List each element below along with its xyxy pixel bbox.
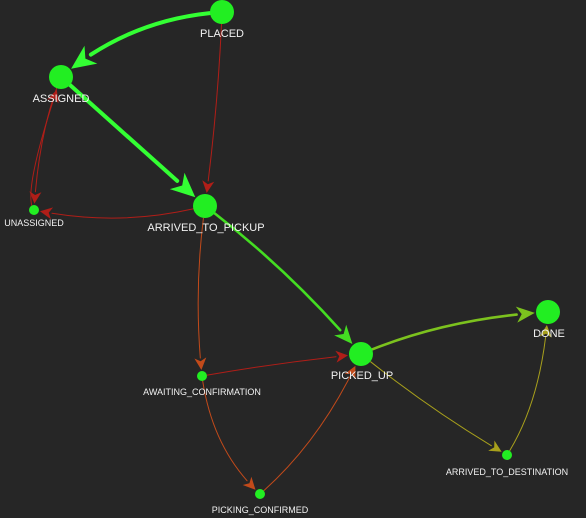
node-placed[interactable] <box>210 0 234 24</box>
arrowhead <box>29 191 42 204</box>
node-done[interactable] <box>536 300 560 324</box>
arrowhead <box>335 350 348 363</box>
edge-line <box>30 101 54 206</box>
node-unassigned[interactable] <box>29 205 39 215</box>
edge-picking-confirmed-to-picked-up <box>263 365 356 491</box>
node-label-arrived-to-pickup: ARRIVED_TO_PICKUP <box>147 222 264 234</box>
node-picked-up[interactable] <box>349 342 373 366</box>
edge-line <box>370 361 492 447</box>
arrowhead <box>334 324 353 344</box>
labels-layer: PLACED ASSIGNED UNASSIGNED ARRIVED_TO_PICKU… <box>4 28 568 515</box>
arrowhead <box>515 306 535 323</box>
node-awaiting-confirmation[interactable] <box>197 371 207 381</box>
nodes-layer <box>29 0 560 499</box>
edge-arrived-to-pickup-to-unassigned <box>40 207 194 220</box>
node-label-assigned: ASSIGNED <box>33 93 90 105</box>
edge-arrived-to-pickup-to-picked-up <box>213 212 353 344</box>
edge-line <box>207 23 222 182</box>
edge-unassigned-to-assigned <box>30 89 59 206</box>
edge-line <box>202 380 248 482</box>
edge-line <box>68 83 180 183</box>
arrowhead <box>202 180 215 193</box>
node-arrived-to-destination[interactable] <box>502 450 512 460</box>
arrowhead <box>194 357 207 370</box>
edge-line <box>88 11 212 57</box>
node-label-done: DONE <box>533 328 565 340</box>
node-label-arrived-to-destination: ARRIVED_TO_DESTINATION <box>446 467 568 477</box>
edge-awaiting-confirmation-to-picking-confirmed <box>202 380 256 490</box>
edges-layer <box>29 11 552 491</box>
arrowhead <box>169 172 196 198</box>
node-picking-confirmed[interactable] <box>255 489 265 499</box>
node-label-unassigned: UNASSIGNED <box>4 218 64 228</box>
edge-picked-up-to-arrived-to-destination <box>370 361 502 452</box>
node-arrived-to-pickup[interactable] <box>193 194 217 218</box>
edge-line <box>197 217 204 359</box>
node-label-picking-confirmed: PICKING_CONFIRMED <box>212 505 309 515</box>
node-label-awaiting-confirmation: AWAITING_CONFIRMATION <box>143 387 261 397</box>
arrowhead <box>47 89 59 104</box>
node-label-placed: PLACED <box>200 28 244 40</box>
edge-awaiting-confirmation-to-picked-up <box>206 350 348 376</box>
node-assigned[interactable] <box>49 65 73 89</box>
arrowhead <box>242 476 256 490</box>
edge-line <box>206 356 337 376</box>
arrowhead <box>344 365 356 380</box>
edge-placed-to-arrived-to-pickup <box>202 23 222 193</box>
arrowhead <box>488 440 502 452</box>
edge-assigned-to-arrived-to-pickup <box>68 83 196 198</box>
edge-arrived-to-destination-to-done <box>509 325 552 451</box>
edge-arrived-to-pickup-to-awaiting-confirmation <box>194 217 207 370</box>
edge-line <box>509 336 547 451</box>
arrowhead <box>539 325 552 338</box>
edge-line <box>370 313 518 351</box>
arrowhead <box>71 45 98 69</box>
edge-line <box>51 208 194 219</box>
edge-picked-up-to-done <box>370 306 535 351</box>
edge-line <box>263 376 351 491</box>
edge-assigned-to-unassigned <box>29 87 58 204</box>
node-label-picked-up: PICKED_UP <box>331 370 393 382</box>
arrowhead <box>40 207 54 220</box>
edge-placed-to-assigned <box>71 11 212 69</box>
edge-line <box>213 212 342 332</box>
